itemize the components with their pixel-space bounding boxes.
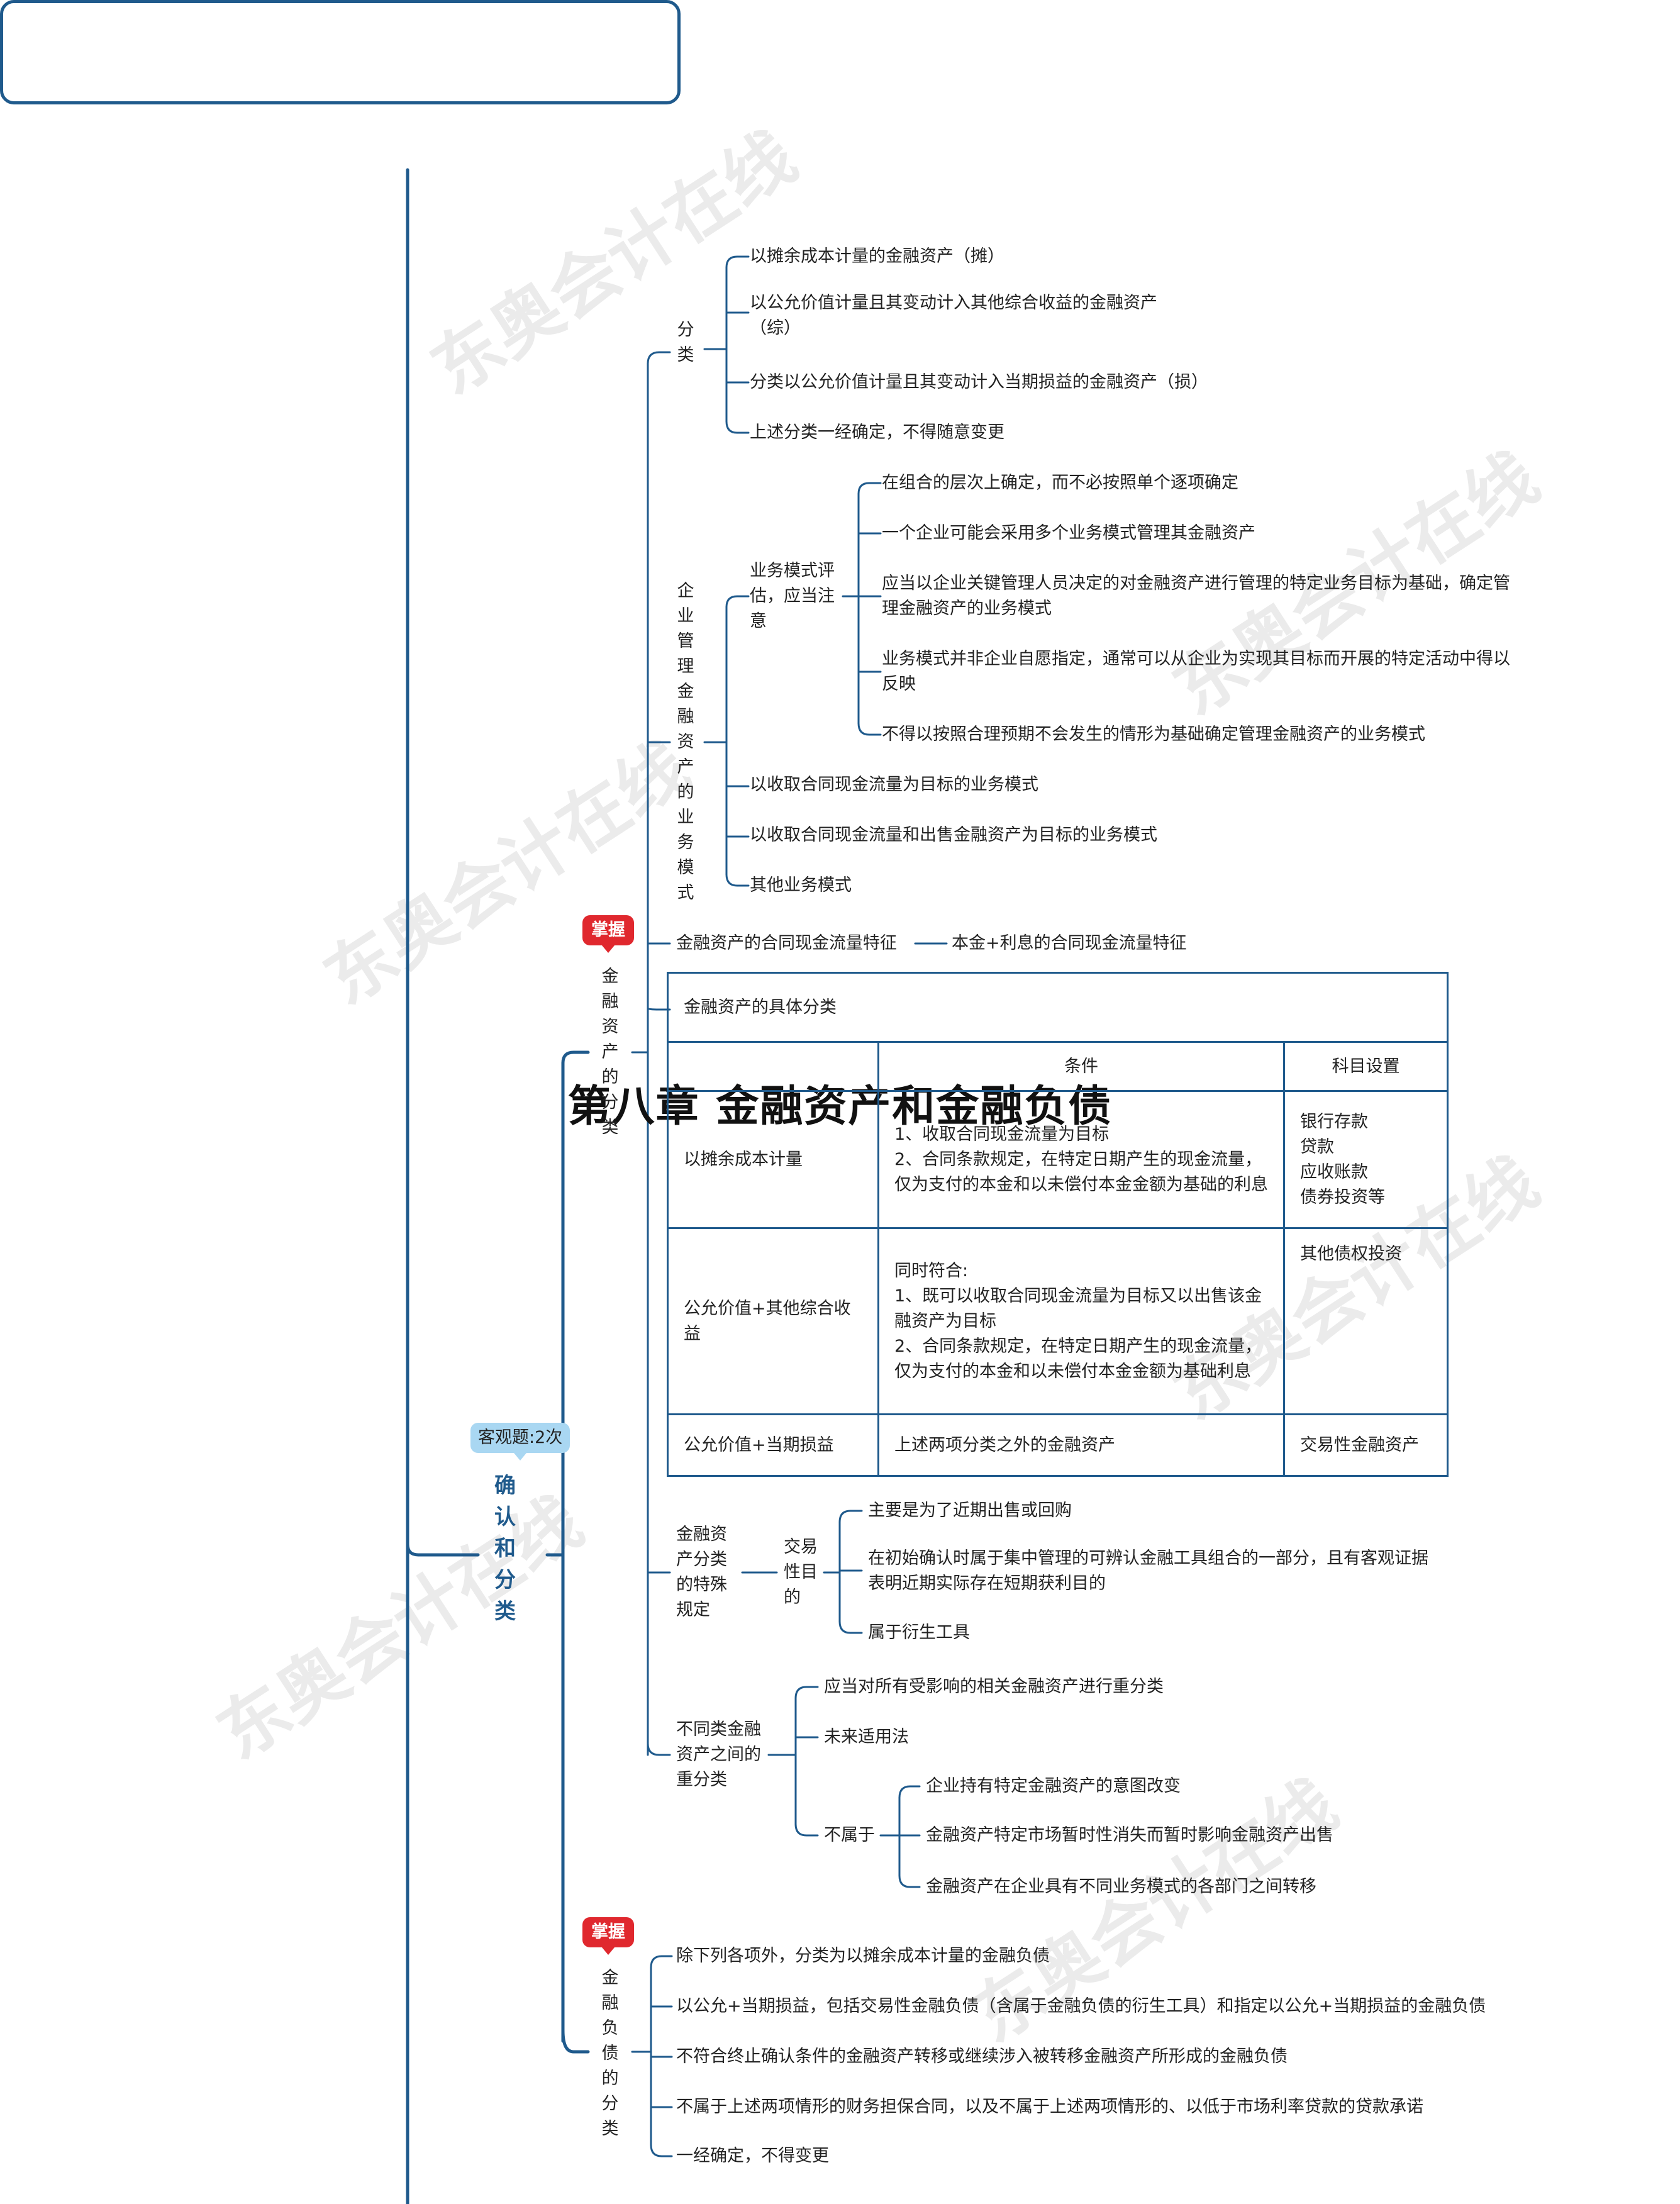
reclass-not-item: 金融资产特定市场暂时性消失而暂时影响金融资产出售 — [926, 1825, 1333, 1845]
trading-purpose-label: 交易性目的 — [784, 1537, 818, 1607]
reclass-not-item: 企业持有特定金融资产的意图改变 — [926, 1776, 1181, 1796]
special-rules-label: 金融资产分类的特殊规定 — [676, 1525, 727, 1620]
table-cell: 公允价值+当期损益 — [667, 1413, 879, 1477]
table-cell: 其他债权投资 — [1283, 1227, 1449, 1415]
table-caption: 金融资产的具体分类 — [667, 972, 1449, 1043]
assessment-item: 业务模式并非企业自愿指定，通常可以从企业为实现其目标而开展的特定活动中得以反映 — [882, 649, 1510, 694]
liability-item: 除下列各项外，分类为以摊余成本计量的金融负债 — [676, 1946, 1050, 1966]
main-node-label: 确认和分类 — [494, 1473, 516, 1624]
assessment-label: 业务模式评估，应当注意 — [750, 561, 835, 631]
reclass-item: 未来适用法 — [824, 1727, 909, 1747]
classification-table: 金融资产的具体分类 条件 科目设置 以摊余成本计量 1、收取合同现金流量为目标 … — [667, 972, 1449, 1477]
table-header: 科目设置 — [1283, 1041, 1449, 1092]
liability-item: 一经确定，不得变更 — [676, 2146, 829, 2166]
table-cell: 同时符合: 1、既可以收取合同现金流量为目标又以出售该金融资产为目标 2、合同条… — [877, 1227, 1285, 1415]
cashflow-value: 本金+利息的合同现金流量特征 — [952, 933, 1187, 953]
mastery-badge: 掌握 — [582, 915, 634, 953]
special-item: 属于衍生工具 — [868, 1623, 970, 1642]
assessment-item: 在组合的层次上确定，而不必按照单个逐项确定 — [882, 473, 1238, 493]
classification-label: 分类 — [677, 320, 694, 365]
assessment-item: 一个企业可能会采用多个业务模式管理其金融资产 — [882, 523, 1255, 543]
table-cell: 银行存款 贷款 应收账款 债券投资等 — [1283, 1090, 1449, 1229]
table-cell: 以摊余成本计量 — [667, 1090, 879, 1229]
special-item: 在初始确认时属于集中管理的可辨认金融工具组合的一部分，且有客观证据表明近期实际存… — [868, 1549, 1428, 1593]
table-cell: 上述两项分类之外的金融资产 — [877, 1413, 1285, 1477]
cashflow-label: 金融资产的合同现金流量特征 — [676, 933, 897, 953]
liability-item: 不符合终止确认条件的金融资产转移或继续涉入被转移金融资产所形成的金融负债 — [676, 2047, 1288, 2066]
mastery-badge: 掌握 — [582, 1917, 634, 1955]
business-model-label: 企业管理金融资产的业务模式 — [677, 581, 694, 903]
reclass-item: 应当对所有受影响的相关金融资产进行重分类 — [824, 1677, 1164, 1696]
classification-item: 上述分类一经确定，不得随意变更 — [750, 423, 1004, 442]
classification-item: 分类以公允价值计量且其变动计入当期损益的金融资产（损） — [750, 372, 1208, 392]
table-header — [667, 1041, 879, 1092]
frequency-badge: 客观题:2次 — [470, 1423, 570, 1461]
assessment-item: 不得以按照合理预期不会发生的情形为基础确定管理金融资产的业务模式 — [882, 725, 1425, 744]
business-model-item: 以收取合同现金流量为目标的业务模式 — [750, 775, 1038, 794]
asset-branch-label: 金融资产的分类 — [601, 967, 619, 1137]
reclass-label: 不同类金融资产之间的重分类 — [676, 1720, 761, 1789]
liability-item: 以公允+当期损益，包括交易性金融负债（含属于金融负债的衍生工具）和指定以公允+当… — [676, 1996, 1486, 2016]
reclass-not-item: 金融资产在企业具有不同业务模式的各部门之间转移 — [926, 1877, 1316, 1896]
classification-item: 以公允价值计量且其变动计入其他综合收益的金融资产（综） — [750, 293, 1157, 338]
special-item: 主要是为了近期出售或回购 — [868, 1501, 1072, 1520]
business-model-item: 其他业务模式 — [750, 876, 852, 895]
title-box: 第八章 金融资产和金融负债 — [0, 0, 1111, 1132]
table-cell: 1、收取合同现金流量为目标 2、合同条款规定，在特定日期产生的现金流量，仅为支付… — [877, 1090, 1285, 1229]
liability-item: 不属于上述两项情形的财务担保合同，以及不属于上述两项情形的、以低于市场利率贷款的… — [676, 2097, 1423, 2117]
table-header: 条件 — [877, 1041, 1285, 1092]
business-model-item: 以收取合同现金流量和出售金融资产为目标的业务模式 — [750, 825, 1157, 845]
table-cell: 公允价值+其他综合收益 — [667, 1227, 879, 1415]
liability-branch-label: 金融负债的分类 — [601, 1968, 619, 2139]
reclass-not-label: 不属于 — [824, 1825, 875, 1845]
classification-item: 以摊余成本计量的金融资产（摊） — [750, 247, 1004, 266]
table-cell: 交易性金融资产 — [1283, 1413, 1449, 1477]
assessment-item: 应当以企业关键管理人员决定的对金融资产进行管理的特定业务目标为基础，确定管理金融… — [882, 574, 1510, 618]
